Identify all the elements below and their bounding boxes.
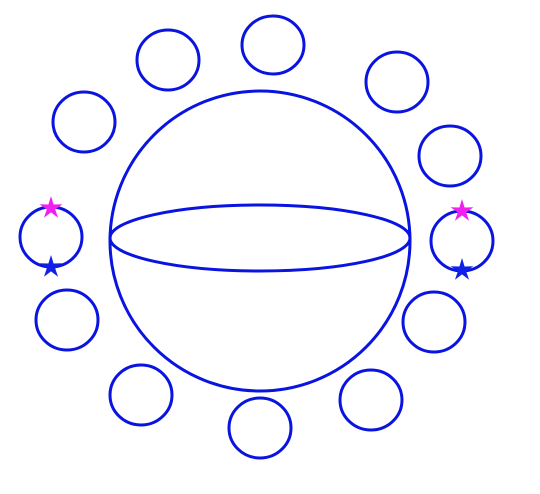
small-circle-lower-left [34,288,100,352]
small-circle-bottom-left [108,363,174,427]
star-icon [450,258,474,280]
central-sphere [108,89,412,393]
small-circle-upper-right [417,124,483,188]
small-circle-top [240,14,306,76]
star-icon [450,199,474,221]
sphere-equator [108,203,412,273]
small-circle-bottom [227,396,293,460]
star-icon [39,255,63,277]
star-icon [39,196,63,218]
star-markers [39,196,474,280]
small-circle-bottom-right [338,368,404,432]
small-circle-top-right [364,50,430,114]
small-circle-top-left [135,28,201,92]
small-circle-upper-left [51,90,117,154]
small-circle-lower-right [401,290,467,354]
